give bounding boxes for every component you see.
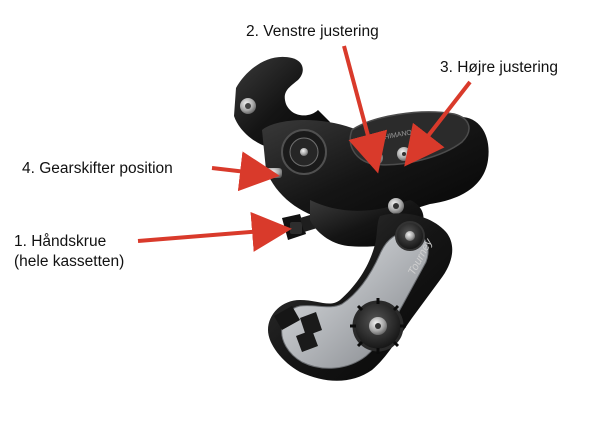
label-venstre-justering: 2. Venstre justering bbox=[246, 23, 379, 40]
pulley-teeth bbox=[350, 298, 406, 354]
cage-silver-plate bbox=[281, 231, 429, 369]
label-handskrue-line1: 1. Håndskrue bbox=[14, 233, 107, 250]
arrow-hojre bbox=[404, 80, 472, 167]
label-hojre-justering: 3. Højre justering bbox=[440, 59, 559, 76]
label-gearskifter-position: 4. Gearskifter position bbox=[22, 160, 173, 177]
label-handskrue: 1. Håndskrue (hele kassetten) bbox=[14, 232, 124, 272]
arrow-gearskifter bbox=[211, 151, 280, 192]
label-handskrue-line2: (hele kassetten) bbox=[14, 253, 125, 270]
arrow-handskrue bbox=[137, 211, 292, 252]
arrow-venstre bbox=[342, 45, 388, 174]
